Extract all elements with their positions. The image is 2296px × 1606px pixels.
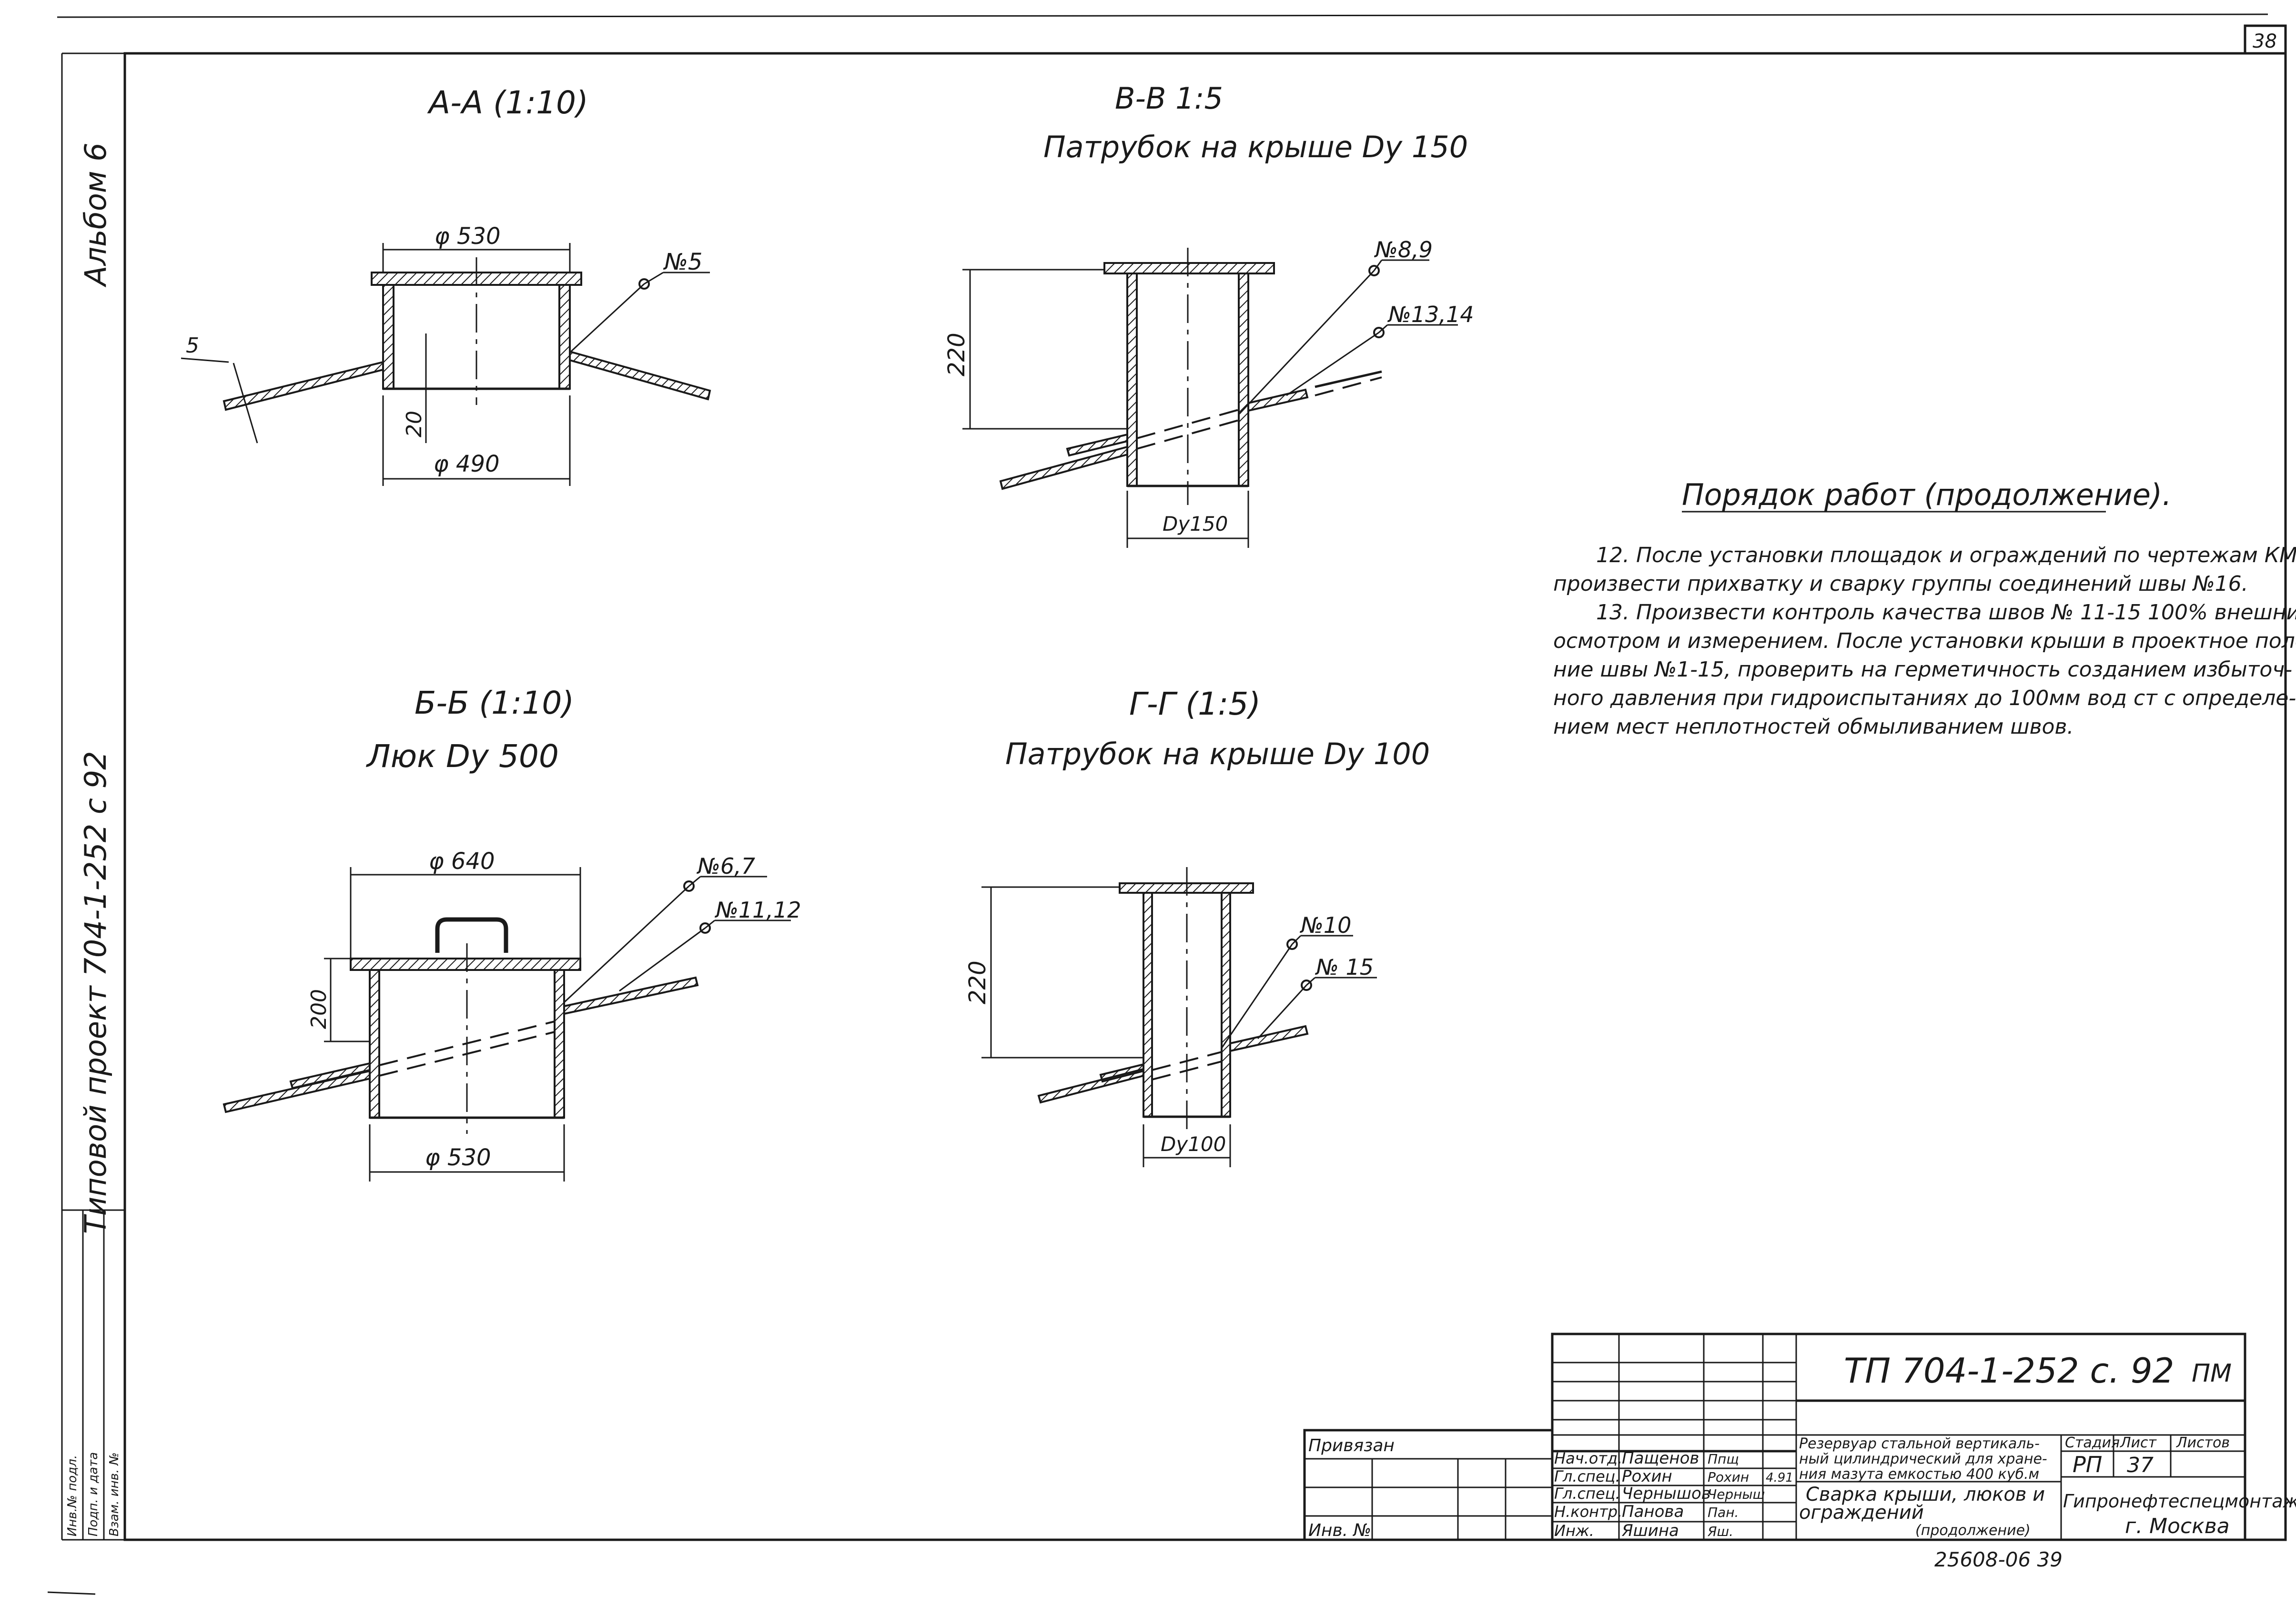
view-aa-roof-right (569, 350, 711, 401)
staff-sign-3: Черныш (1708, 1486, 1765, 1502)
view-vv-flange (1103, 262, 1275, 274)
frame-border (123, 52, 2287, 1541)
staff-name-1: Пащенов (1622, 1449, 1699, 1468)
view-bb-roof-left (223, 1070, 371, 1113)
view-gg-tag1: №10 (1299, 912, 1351, 938)
notes-line-3: 13. Произвести контроль качества швов № … (1596, 600, 2296, 625)
page-number-box (2244, 24, 2287, 55)
view-bb-handle (435, 917, 508, 953)
side-stamp-2: Подп. и дата (86, 1452, 101, 1536)
title-block-sheet-title-3: (продолжение) (1915, 1522, 2031, 1539)
view-gg-dim-height: 220 (964, 960, 991, 1004)
title-block-org-1: Гипронефтеспецмонтаж (2063, 1491, 2296, 1512)
notes-line-7: нием мест неплотностей обмыливанием швов… (1553, 715, 2073, 739)
title-block: Привязан Инв. № Нач.отд. Пащенов Ппщ Гл.… (1303, 1333, 2296, 1541)
side-album-label: Альбом 6 (78, 142, 113, 288)
view-bb-subtitle: Люк Dy 500 (366, 738, 559, 775)
staff-sign-5: Яш. (1707, 1524, 1733, 1539)
title-block-mark: ПМ (2192, 1359, 2232, 1388)
view-vv-roof (999, 445, 1128, 490)
page-number: 38 (2253, 30, 2277, 52)
staff-date-2: 4.91 (1766, 1471, 1793, 1485)
view-vv-pipe-left (1126, 273, 1138, 487)
staff-name-4: Панова (1622, 1502, 1684, 1521)
title-block-stage-label: Стадия (2065, 1434, 2120, 1451)
view-bb-tag1: №6,7 (696, 853, 755, 879)
staff-sign-4: Пан. (1708, 1505, 1739, 1520)
view-bb-dim-height: 200 (307, 989, 331, 1029)
side-stamp-3: Взам. инв. № (107, 1452, 121, 1536)
title-block-privyazan: Привязан (1308, 1436, 1395, 1455)
notes-title: Порядок работ (продолжение). (1682, 477, 2172, 512)
title-block-org-2: г. Москва (2125, 1514, 2230, 1538)
view-vv-pipe-right (1238, 273, 1249, 487)
view-gg-pipe-left (1143, 892, 1153, 1118)
notes-line-1: 12. После установки площадок и ограждени… (1596, 543, 2296, 567)
view-bb-shell-left (369, 969, 380, 1119)
title-block-sheets-label: Листов (2176, 1434, 2230, 1451)
title-block-sheet-title-2: ограждений (1799, 1502, 1924, 1524)
view-gg-pipe-right (1221, 892, 1231, 1118)
view-bb-dim-bottom: φ 530 (425, 1144, 491, 1171)
view-bb-dim-top: φ 640 (429, 848, 495, 875)
notes-line-5: ние швы №1-15, проверить на герметичност… (1553, 657, 2292, 682)
view-vv-dim-bottom: Dy150 (1163, 512, 1228, 535)
view-aa-shell-left (382, 284, 394, 390)
staff-sign-2: Рохин (1708, 1469, 1749, 1485)
view-vv: В-В 1:5 Патрубок на крыше Dy 150 220 Dy1… (943, 81, 1474, 548)
staff-name-5: Яшина (1621, 1521, 1679, 1540)
staff-name-3: Чернышов (1622, 1484, 1711, 1503)
view-vv-dim-height: 220 (943, 333, 970, 376)
staff-sign-1: Ппщ (1708, 1451, 1739, 1467)
view-aa: А-А (1:10) φ 530 φ 490 20 5 №5 (181, 84, 711, 486)
view-bb-tag2: №11,12 (714, 897, 801, 923)
view-vv-tag2: №13,14 (1387, 302, 1474, 327)
top-edge-line (57, 13, 2268, 18)
notes-block: Порядок работ (продолжение). 12. После у… (1553, 477, 2296, 739)
staff-role-3: Гл.спец. (1554, 1485, 1620, 1503)
staff-role-2: Гл.спец. (1554, 1467, 1620, 1485)
view-vv-title: В-В 1:5 (1115, 81, 1223, 116)
title-block-desc-2: ный цилиндрический для хране- (1799, 1451, 2047, 1467)
side-project-label: Типовой проект 704-1-252 с 92 (78, 751, 113, 1234)
view-bb-cover-plate (350, 958, 581, 971)
title-block-desc-1: Резервуар стальной вертикаль- (1799, 1435, 2040, 1452)
side-stamp-1: Инв.№ подл. (65, 1455, 80, 1536)
view-bb: Б-Б (1:10) Люк Dy 500 φ 640 200 φ 530 №6… (223, 685, 801, 1182)
title-block-inv: Инв. № (1308, 1521, 1371, 1540)
title-block-desc-3: ния мазута емкостью 400 куб.м (1799, 1466, 2039, 1483)
notes-line-4: осмотром и измерением. После установки к… (1553, 629, 2296, 653)
title-block-code: ТП 704-1-252 с. 92 (1844, 1351, 2175, 1391)
view-aa-dim-top: φ 530 (435, 223, 501, 250)
title-block-sheet-label: Лист (2120, 1434, 2157, 1451)
notes-line-2: произвести прихватку и сварку группы сое… (1553, 572, 2248, 596)
view-aa-title: А-А (1:10) (427, 84, 588, 121)
staff-name-2: Рохин (1622, 1467, 1672, 1486)
view-aa-dim-bottom: φ 490 (434, 451, 500, 477)
view-bb-shell-right (554, 969, 565, 1119)
view-gg: Г-Г (1:5) Патрубок на крыше Dy 100 220 D… (964, 686, 1430, 1167)
view-gg-dim-bottom: Dy100 (1161, 1132, 1226, 1156)
view-aa-tag: №5 (663, 249, 702, 275)
staff-role-4: Н.контр. (1554, 1503, 1622, 1521)
notes-line-6: ного давления при гидроиспытаниях до 100… (1553, 686, 2296, 710)
view-bb-title: Б-Б (1:10) (415, 685, 574, 721)
view-aa-dim-thickness: 5 (186, 333, 199, 358)
title-block-sheet: 37 (2127, 1453, 2154, 1477)
bottom-number: 25608-06 39 (1934, 1548, 2063, 1571)
view-vv-subtitle: Патрубок на крыше Dy 150 (1043, 130, 1468, 164)
title-block-stage: РП (2073, 1452, 2102, 1477)
view-gg-title: Г-Г (1:5) (1129, 686, 1261, 722)
title-block-sheet-title-1: Сварка крыши, люков и (1806, 1484, 2045, 1505)
view-aa-roof-left (223, 361, 384, 411)
view-gg-subtitle: Патрубок на крыше Dy 100 (1005, 737, 1430, 771)
view-aa-shell-right (558, 284, 571, 390)
staff-role-5: Инж. (1554, 1522, 1594, 1540)
view-vv-tag1: №8,9 (1374, 237, 1433, 263)
view-aa-dim-side: 20 (402, 411, 426, 437)
staff-role-1: Нач.отд. (1554, 1449, 1622, 1467)
view-bb-roof-right (563, 976, 699, 1015)
view-gg-tag2: № 15 (1315, 954, 1374, 980)
